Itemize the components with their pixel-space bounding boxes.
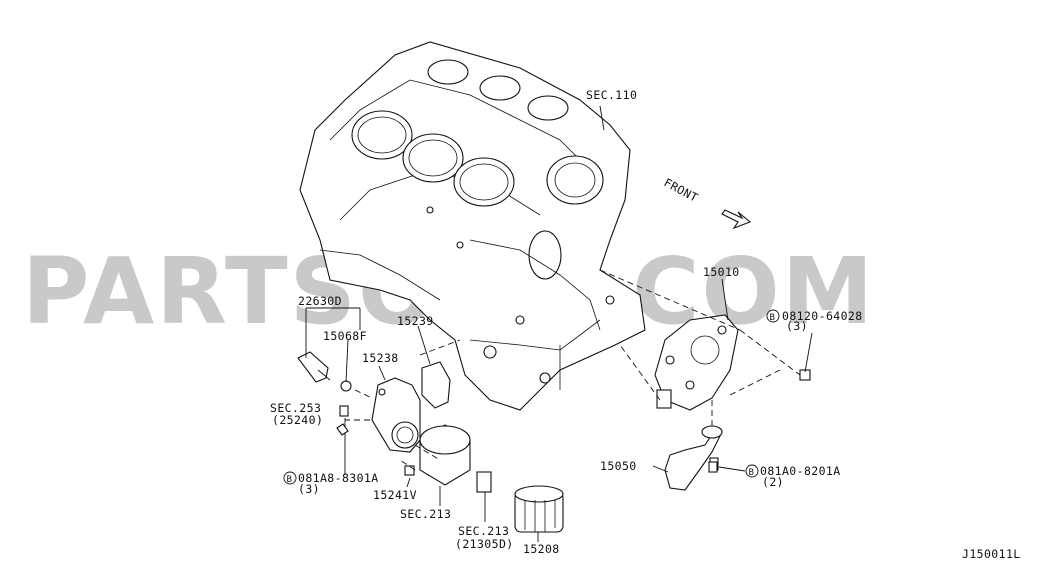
bolt-symbol-081a8: B — [283, 471, 297, 485]
bolt-symbol-letter: B — [770, 313, 775, 323]
leader-lines — [305, 105, 813, 542]
front-label: FRONT — [662, 175, 701, 205]
front-direction-indicator: FRONT — [662, 175, 752, 230]
bolt-081a8-drawing — [339, 405, 349, 417]
label-15010[interactable]: 15010 — [703, 265, 740, 279]
label-22630d[interactable]: 22630D — [298, 294, 342, 308]
bolt-symbol-letter: B — [749, 468, 754, 478]
bolt-symbol-081a0: B — [745, 464, 759, 478]
label-08120-qty: (3) — [786, 319, 808, 333]
gasket-drawing — [421, 361, 451, 409]
washer-drawing — [340, 380, 352, 392]
diagram-code: J150011L — [962, 547, 1021, 561]
label-15208[interactable]: 15208 — [523, 542, 560, 556]
oil-strainer-drawing — [664, 425, 723, 491]
label-15050[interactable]: 15050 — [600, 459, 637, 473]
label-081a0-8201a[interactable]: 081A0-8201A — [760, 464, 841, 478]
engine-block-drawing — [299, 41, 646, 411]
oil-filter-sec213-drawing — [419, 424, 471, 486]
label-15238[interactable]: 15238 — [362, 351, 399, 365]
label-15068f[interactable]: 15068F — [323, 329, 367, 343]
label-15241v[interactable]: 15241V — [373, 488, 417, 502]
oil-pump-drawing — [654, 314, 739, 411]
oil-filter-15208-drawing — [514, 485, 564, 533]
label-sec213-b[interactable]: SEC.213 — [458, 524, 509, 538]
label-sec253-sub: (25240) — [272, 413, 323, 427]
arrow-sec253-icon — [336, 423, 349, 436]
oil-cooler-drawing — [371, 377, 421, 453]
label-sec110[interactable]: SEC.110 — [586, 88, 637, 102]
label-08120-64028[interactable]: 08120-64028 — [782, 309, 863, 323]
label-sec213-a[interactable]: SEC.213 — [400, 507, 451, 521]
connector-sec213-drawing — [476, 471, 492, 493]
bolt-symbol-08120: B — [766, 309, 780, 323]
sensor-22630d-drawing — [297, 351, 331, 383]
label-sec213-b-sub: (21305D) — [455, 537, 514, 551]
label-15239[interactable]: 15239 — [397, 314, 434, 328]
label-081a8-8301a[interactable]: 081A8-8301A — [298, 471, 379, 485]
connector-15241v-drawing — [404, 465, 415, 476]
label-081a0-qty: (2) — [762, 475, 784, 489]
label-081a8-qty: (3) — [298, 482, 320, 496]
label-sec253[interactable]: SEC.253 — [270, 401, 321, 415]
bolt-081a0-drawing — [708, 461, 718, 473]
bolt-symbol-letter: B — [287, 475, 292, 485]
